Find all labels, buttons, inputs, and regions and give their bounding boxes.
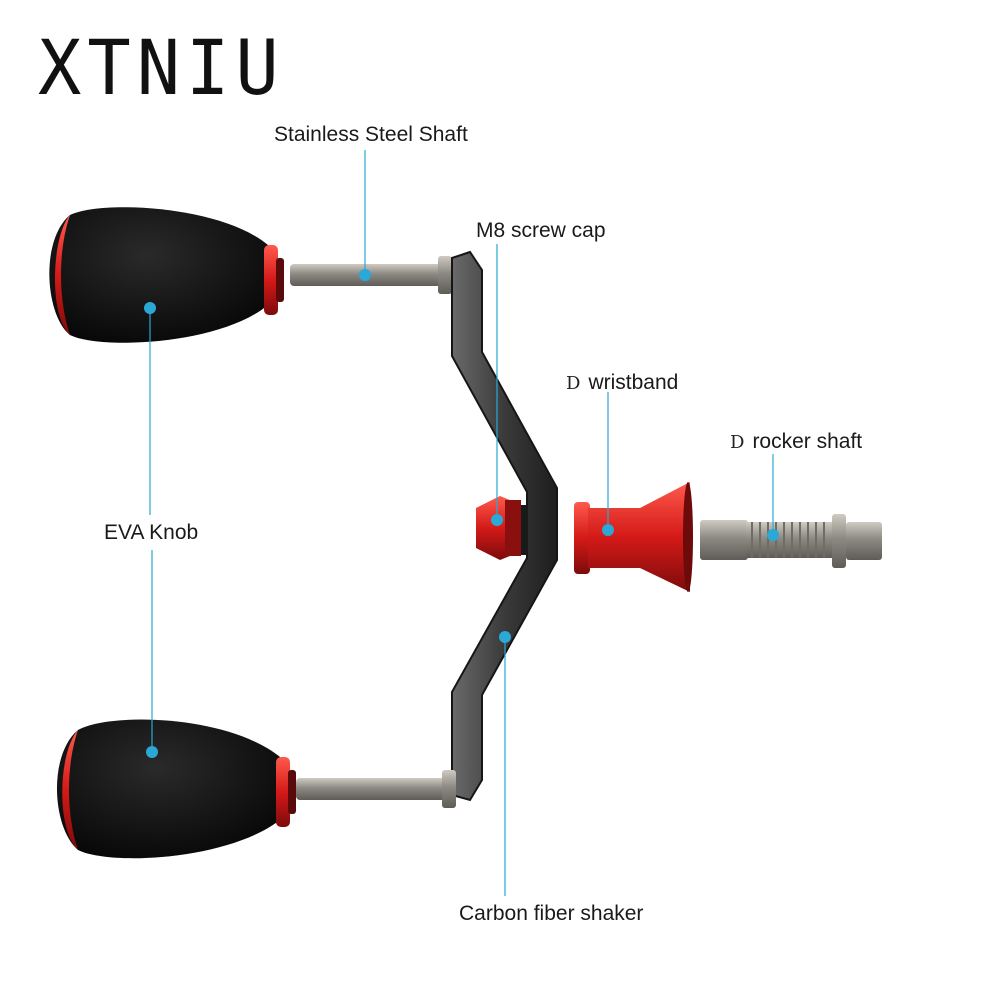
label-stainless-steel-shaft: Stainless Steel Shaft [274, 124, 468, 145]
wristband-text: wristband [588, 371, 678, 394]
dot-stainless-shaft [359, 269, 371, 281]
dot-eva-knob-top [144, 302, 156, 314]
stainless-steel-shaft-bottom [296, 770, 456, 808]
dot-wristband [602, 524, 614, 536]
rocker-text: rocker shaft [752, 430, 862, 453]
eva-knob-bottom [57, 720, 296, 859]
eva-knob-top [49, 207, 284, 343]
wristband-part [574, 482, 693, 592]
dot-carbon-shaker [499, 631, 511, 643]
label-eva-knob: EVA Knob [104, 522, 198, 543]
label-carbon-fiber-shaker: Carbon fiber shaker [459, 903, 643, 924]
dot-screw-cap [491, 514, 503, 526]
m8-screw-cap [476, 496, 521, 560]
rocker-shaft-part [700, 514, 882, 568]
dot-eva-knob-bottom [146, 746, 158, 758]
wristband-prefix: D [566, 373, 580, 394]
rocker-prefix: D [730, 432, 744, 453]
brand-logo: XTNIU [38, 30, 285, 106]
label-m8-screw-cap: M8 screw cap [476, 220, 606, 241]
dot-rocker-shaft [767, 529, 779, 541]
